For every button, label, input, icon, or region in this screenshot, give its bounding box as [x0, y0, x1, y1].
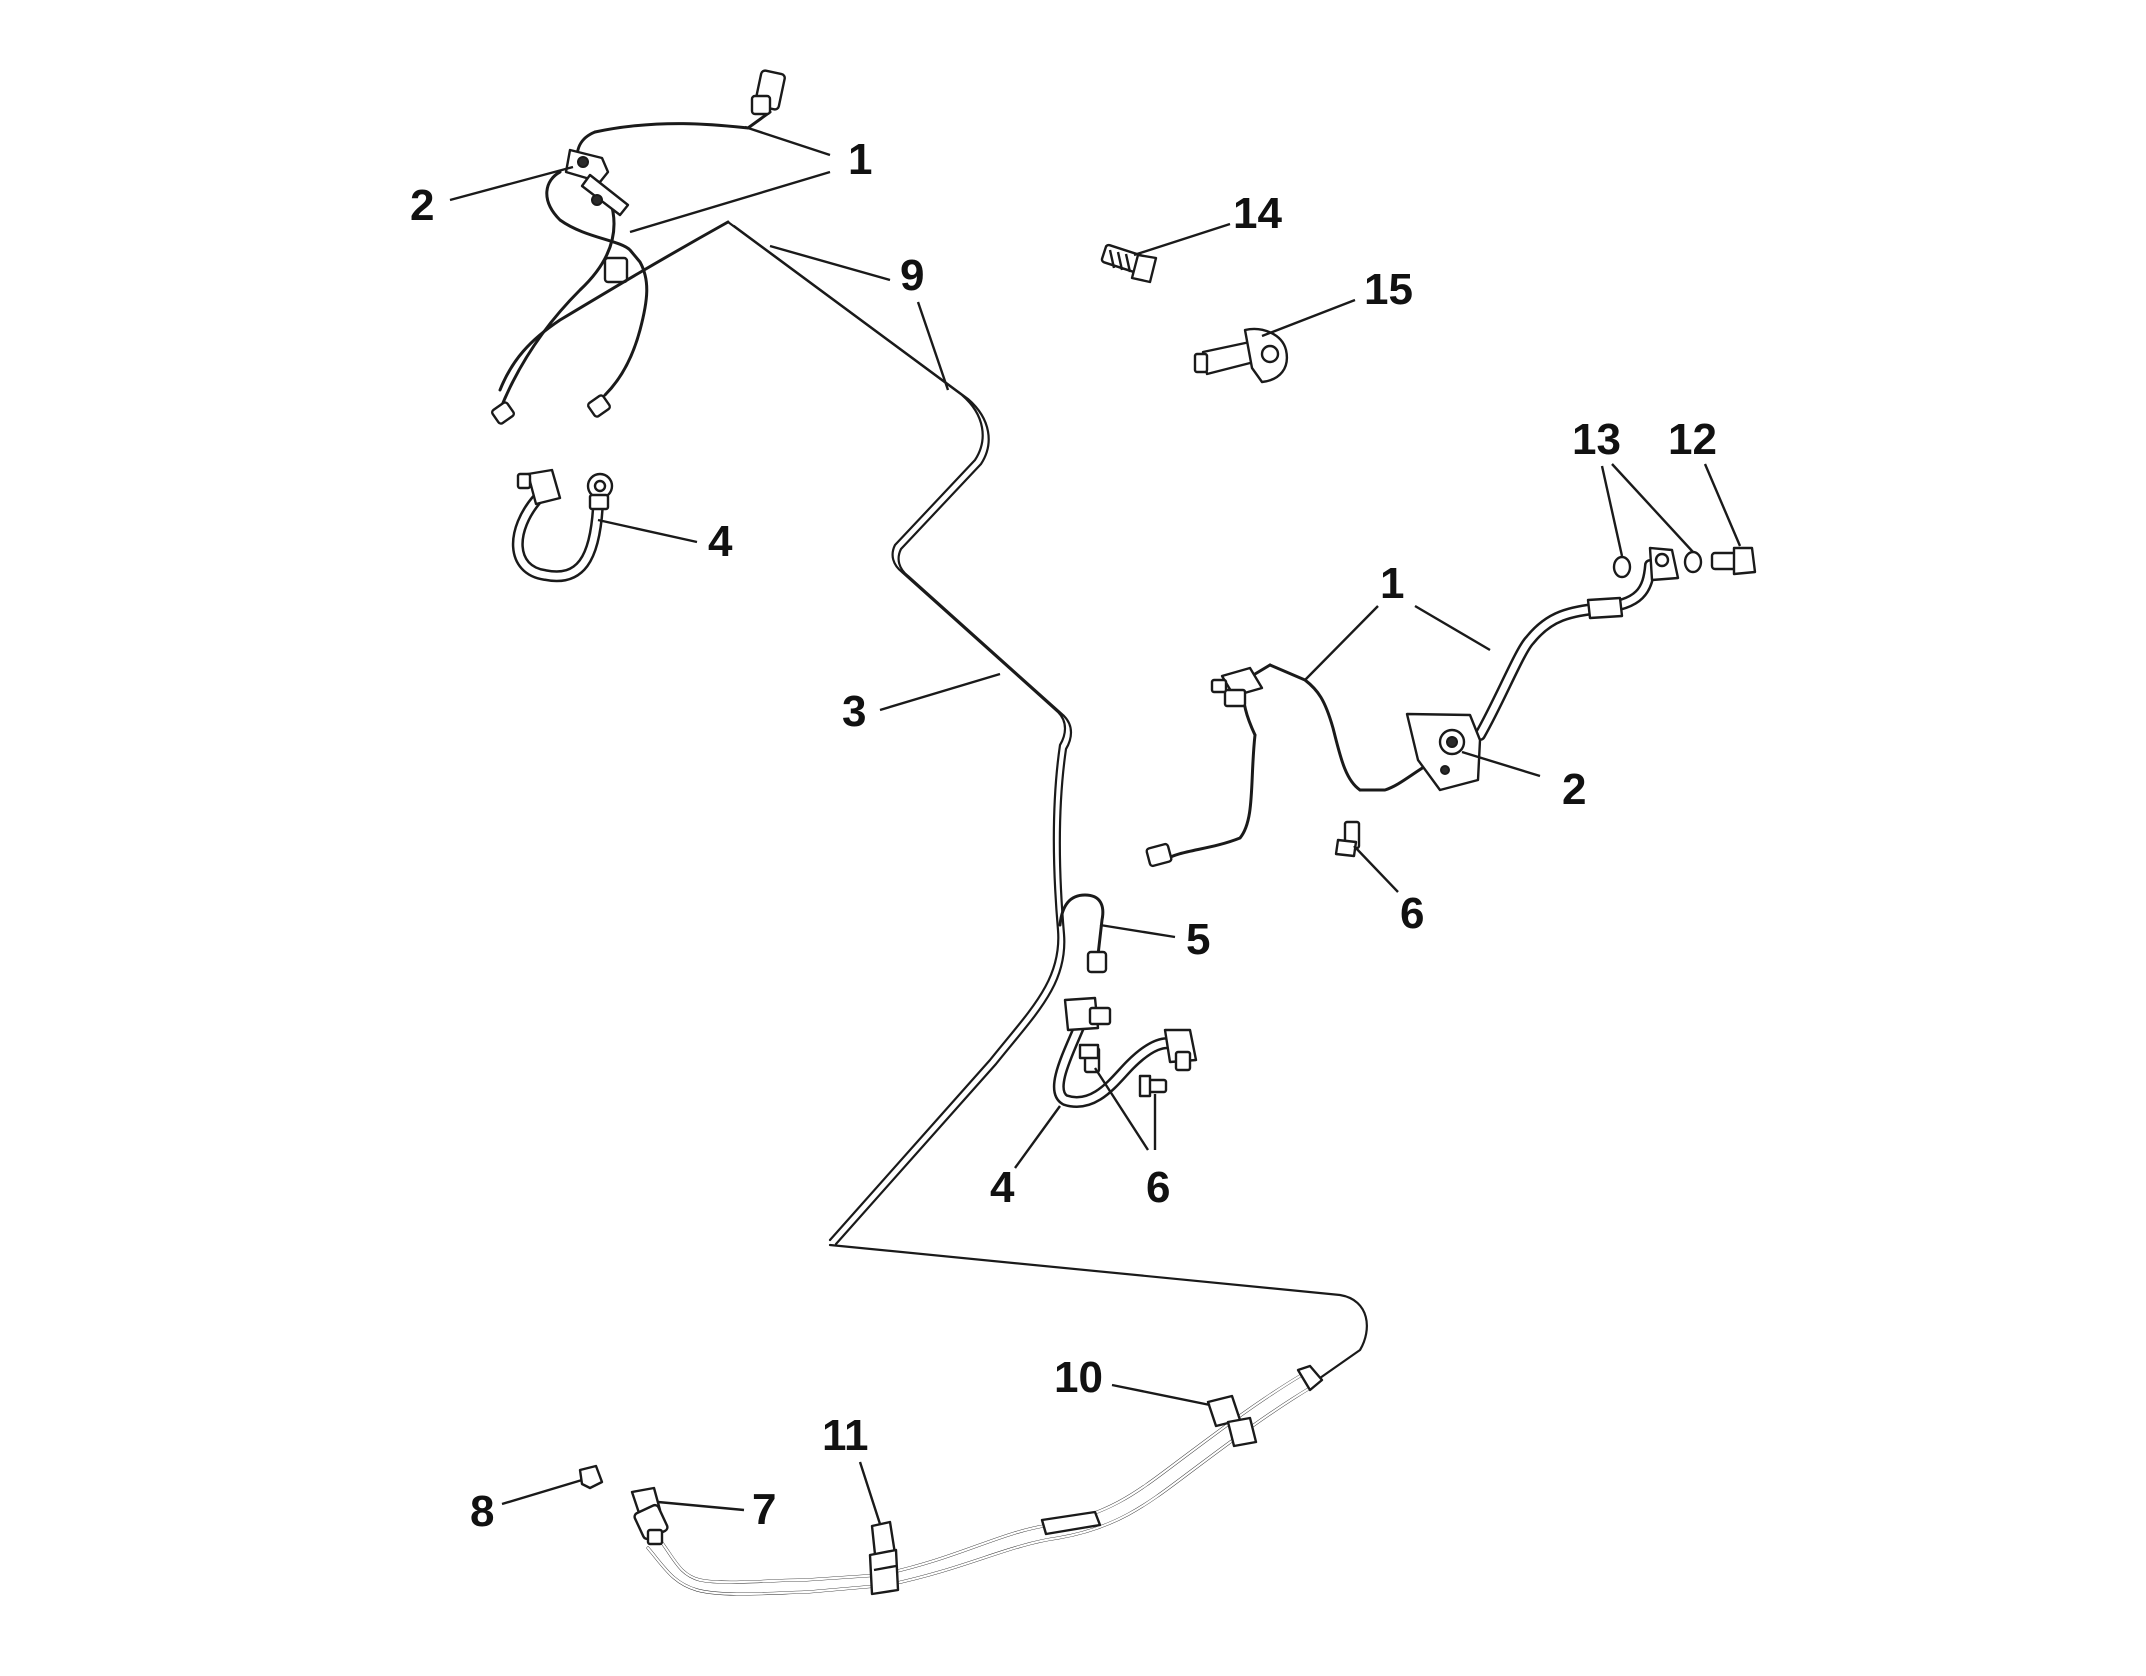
leader-lines: [449, 125, 1742, 1525]
part-5-brake-line: [1058, 893, 1108, 974]
part-12-banjo-bolt: [1710, 546, 1757, 576]
callout-1-right: 1: [1380, 559, 1404, 608]
callout-6-right: 6: [1400, 889, 1424, 938]
callout-15: 15: [1364, 265, 1413, 314]
callout-4-bottom: 4: [990, 1163, 1015, 1212]
callout-14: 14: [1233, 189, 1282, 238]
callout-labels: 1 2 9 14 15 4 13 12 1 3 2 6 5 4 6 10 11 …: [410, 135, 1717, 1536]
part-15-elbow-fitting: [1193, 327, 1289, 384]
part-14-bolt: [1100, 243, 1158, 284]
part-4-bottom-brake-hose: [1052, 996, 1198, 1108]
callout-10: 10: [1054, 1353, 1103, 1402]
callout-12: 12: [1668, 415, 1717, 464]
callout-11: 11: [822, 1411, 869, 1460]
part-2-right-bracket: [1405, 712, 1482, 792]
part-13-washers: [1612, 550, 1703, 579]
part-2-top-left-bracket: [564, 148, 630, 217]
callout-2-right: 2: [1562, 765, 1586, 814]
callout-1-top: 1: [848, 135, 872, 184]
part-6-right-bolt: [1334, 820, 1361, 858]
callout-9: 9: [900, 251, 924, 300]
part-11-clip: [868, 1520, 900, 1596]
part-3-main-brake-line: [726, 220, 1368, 1380]
callout-4-top: 4: [708, 517, 733, 566]
part-1-right-brake-line: [1145, 546, 1680, 868]
part-8-fitting: [578, 1464, 604, 1490]
callout-13: 13: [1572, 415, 1621, 464]
callout-8: 8: [470, 1487, 494, 1536]
callout-5: 5: [1186, 915, 1210, 964]
callout-2-top: 2: [410, 181, 434, 230]
part-10-clip: [1206, 1394, 1258, 1448]
part-6-bottom-bolts: [1078, 1043, 1168, 1098]
callout-6-bottom: 6: [1146, 1163, 1170, 1212]
part-7-rear-brake-line: [630, 1364, 1324, 1596]
callout-3: 3: [842, 687, 866, 736]
part-4-top-left-brake-hose: [511, 468, 614, 583]
part-9-brake-line: [498, 220, 730, 392]
callout-7: 7: [752, 1485, 776, 1534]
part-1-top-left-brake-line: [491, 69, 786, 425]
